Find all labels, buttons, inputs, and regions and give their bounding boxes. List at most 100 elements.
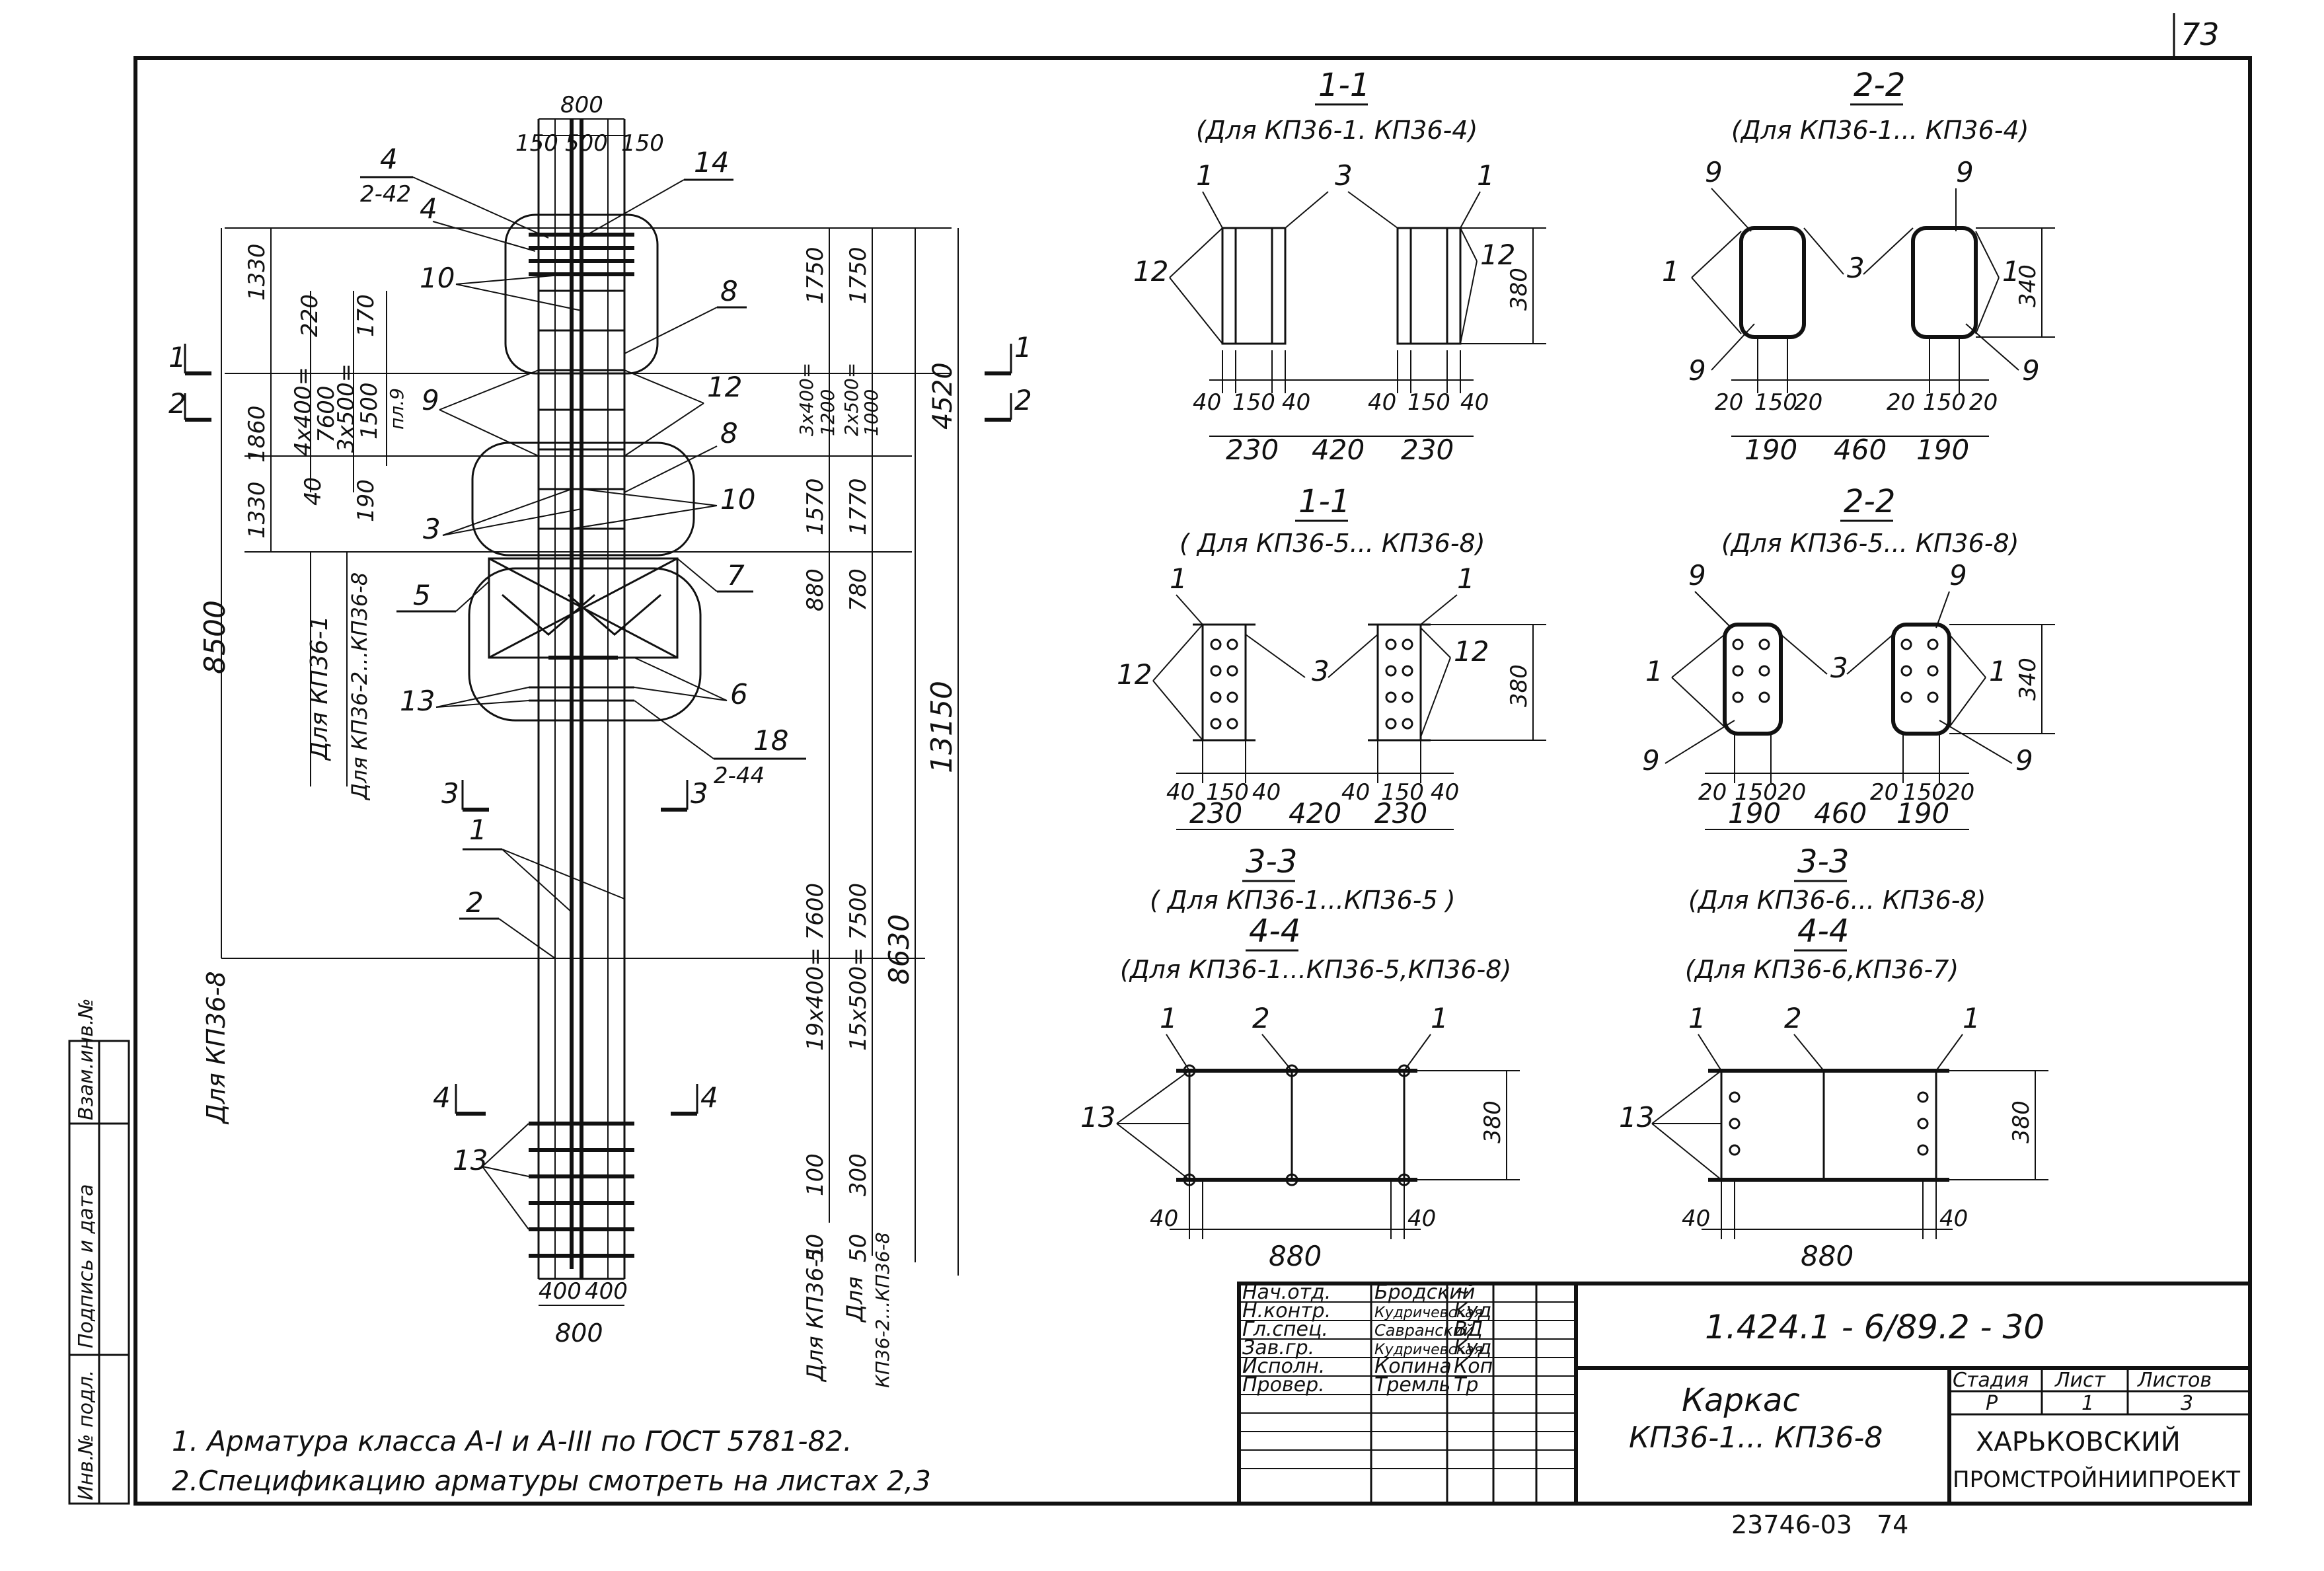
label-1-left: 1 (1662, 255, 1680, 287)
name: Копина (1374, 1355, 1452, 1378)
pos-10-a: 10 (420, 262, 455, 294)
dim-bottom-800: 800 (555, 1319, 603, 1348)
w460: 460 (1834, 434, 1887, 466)
d150-b: 150 (1903, 779, 1946, 806)
label-2: 2 (1784, 1002, 1802, 1034)
section-title-2: 4-4 (1797, 913, 1849, 950)
signature: Коп (1454, 1355, 1493, 1378)
section-subtitle: (Для КП36-1. КП36-4) (1196, 116, 1478, 145)
pos-4: 4 (380, 143, 398, 175)
dim-7600-a: 7600 (313, 385, 340, 443)
dim-8500: 8500 (198, 600, 232, 674)
dim-3x400: 3х400= (796, 363, 817, 436)
dim-13150: 13150 (925, 681, 959, 773)
label-13: 13 (1080, 1101, 1115, 1133)
label-3: 3 (1847, 252, 1865, 284)
dim-4520: 4520 (928, 362, 958, 430)
d150-b: 150 (1923, 389, 1966, 416)
title-block-row-5: Провер. Тремль Тр (1242, 1373, 1478, 1397)
organization-line-1: ХАРЬКОВСКИЙ (1976, 1426, 2181, 1457)
note-for-kp36-1-bottom: Для КП36-1 (802, 1245, 829, 1383)
pos-8-a: 8 (720, 275, 738, 307)
section-2-2-a: 2-2 (Для КП36-1... КП36-4) 9 9 1 3 1 9 9… (1662, 67, 2055, 466)
d150-a: 150 (1232, 389, 1275, 416)
dim-19x400: 19х400= 7600 (802, 883, 829, 1051)
dim-8630: 8630 (883, 914, 915, 985)
pos-2: 2 (466, 886, 484, 919)
dim-40: 40 (300, 477, 326, 506)
d20-d: 20 (1969, 389, 1998, 416)
sheets-value: 3 (2181, 1392, 2193, 1415)
d40-c: 40 (1341, 779, 1370, 806)
note-1: 1. Арматура класса А-I и А-III по ГОСТ 5… (172, 1425, 852, 1457)
pos-4b: 4 (420, 192, 437, 225)
d40-d: 40 (1431, 779, 1459, 806)
label-2: 2 (1252, 1002, 1270, 1034)
name: Савранский (1374, 1321, 1474, 1340)
section-title: 2-2 (1844, 483, 1895, 520)
w190-a: 190 (1728, 797, 1781, 829)
title-block: Нач.отд. Бродский ~ Н.контр. Кудричевска… (1237, 1281, 2252, 1506)
height-380: 380 (2008, 1100, 2035, 1143)
label-9-c: 9 (1688, 354, 1706, 387)
d40-a: 40 (1166, 779, 1195, 806)
sheet-header: Лист (2054, 1369, 2107, 1392)
title-block-row-0: Нач.отд. Бродский ~ (1242, 1281, 1475, 1304)
vzam-inv-label: Взам.инв.№ (75, 998, 98, 1120)
cage-elevation: 800 150 500 150 1330 1860 1330 8500 220 … (169, 92, 1032, 1388)
w230-a: 230 (1189, 797, 1242, 829)
section-2-2-b: 2-2 (Для КП36-5... КП36-8) 9 9 1 3 1 9 (1642, 483, 2055, 830)
cut-3-left: 3 (441, 777, 459, 810)
pos-18: 18 (753, 724, 788, 757)
section-subtitle: ( Для КП36-1...КП36-5 ) (1150, 886, 1456, 915)
dim-100: 100 (802, 1153, 829, 1196)
section-1-1-b: 1-1 ( Для КП36-5... КП36-8) 1 1 12 3 (1117, 483, 1546, 830)
label-1-right: 1 (1431, 1002, 1448, 1034)
label-9-a: 9 (1705, 156, 1723, 188)
label-3: 3 (1312, 655, 1330, 687)
pos-4-sub: 2-42 (360, 181, 411, 208)
d40-d: 40 (1460, 389, 1489, 416)
signature: ВД (1454, 1318, 1483, 1341)
dim-15x500: 15х500= 7500 (845, 883, 872, 1051)
label-1-right: 1 (1477, 159, 1495, 192)
section-subtitle: (Для КП36-1... КП36-4) (1731, 116, 2029, 145)
height-340: 340 (2015, 658, 2041, 701)
height-380: 380 (1506, 268, 1532, 311)
dim-220: 220 (297, 294, 323, 337)
w190-b: 190 (1916, 434, 1969, 466)
pos-9: 9 (422, 384, 439, 416)
d40-a: 40 (1193, 389, 1221, 416)
dim-1330-bottom: 1330 (244, 481, 270, 539)
label-12-right: 12 (1480, 239, 1515, 271)
pos-18-sub: 2-44 (714, 763, 765, 789)
section-subtitle: (Для КП36-5... КП36-8) (1721, 529, 2019, 558)
cut-2-left: 2 (169, 387, 186, 420)
dim-50-a: 50 (802, 1234, 829, 1262)
height-380: 380 (1480, 1100, 1506, 1143)
height-380: 380 (1506, 664, 1532, 707)
label-1-right: 1 (1963, 1002, 1980, 1034)
d20-c: 20 (1870, 779, 1898, 806)
title-block-row-2: Гл.спец. Савранский ВД (1242, 1318, 1483, 1341)
w230-b: 230 (1401, 434, 1454, 466)
role: Исполн. (1242, 1355, 1325, 1378)
d20-b: 20 (1794, 389, 1822, 416)
note-for-kp36-2-8: Для КП36-2...КП36-8 (347, 572, 372, 801)
height-340: 340 (2015, 264, 2041, 307)
section-title: 1-1 (1318, 67, 1370, 104)
w190-b: 190 (1896, 797, 1949, 829)
role: Провер. (1242, 1373, 1325, 1397)
label-13: 13 (1619, 1101, 1654, 1133)
w460: 460 (1814, 797, 1867, 829)
label-12-left: 12 (1133, 255, 1168, 287)
signature: ~ (1454, 1281, 1470, 1304)
d150-b: 150 (1407, 389, 1450, 416)
inv-podl-label: Инв.№ подл. (75, 1370, 98, 1500)
d40-a: 40 (1682, 1206, 1710, 1232)
cut-2-right: 2 (1014, 384, 1032, 416)
w190-a: 190 (1744, 434, 1797, 466)
pos-5: 5 (413, 579, 431, 611)
signature: Kyд (1454, 1336, 1491, 1360)
pos-12: 12 (707, 371, 742, 403)
